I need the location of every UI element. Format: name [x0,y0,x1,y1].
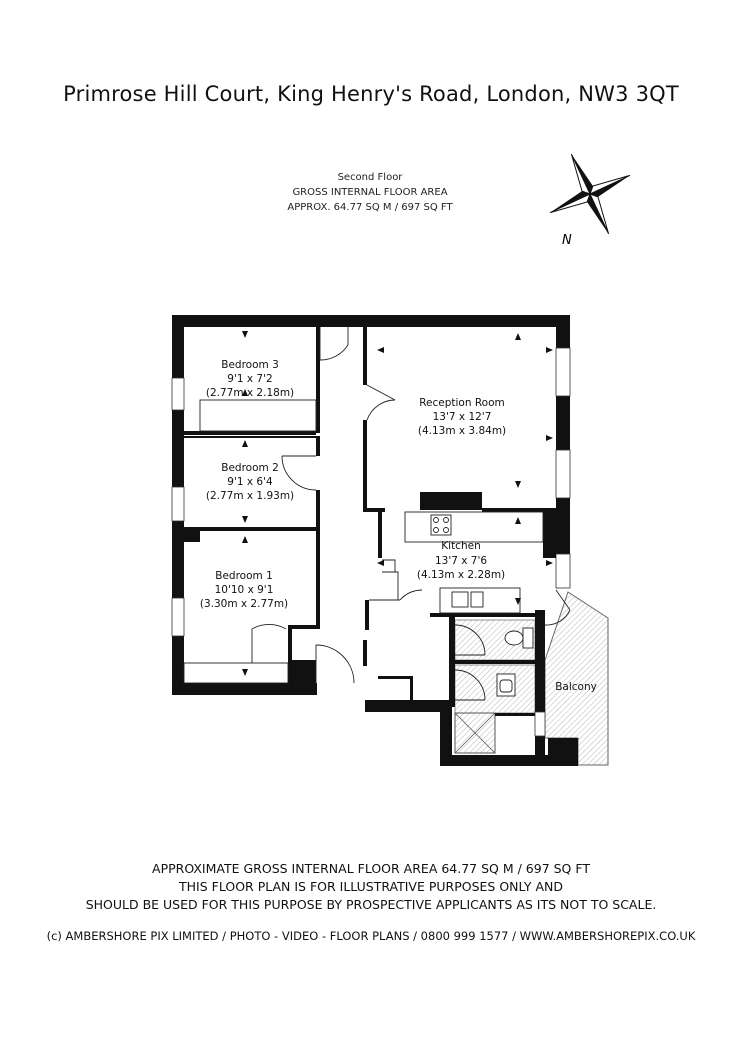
bedroom3-name: Bedroom 3 [221,359,279,371]
bedroom3-metric: (2.77m x 2.18m) [206,387,294,399]
area-value: APPROX. 64.77 SQ M / 697 SQ FT [287,202,453,213]
door-swings [251,327,571,701]
floor-info: Second Floor GROSS INTERNAL FLOOR AREA A… [210,170,530,215]
sanitary-fittings [496,627,534,697]
bedroom3-imperial: 9'1 x 7'2 [227,373,272,385]
bedroom1-name: Bedroom 1 [215,570,273,582]
area-heading: GROSS INTERNAL FLOOR AREA [292,187,448,198]
copyright-footer: (c) AMBERSHORE PIX LIMITED / PHOTO - VID… [46,929,696,943]
room-labels: Bedroom 3 9'1 x 7'2 (2.77m x 2.18m) Bedr… [200,359,597,693]
disclaimer-line2: THIS FLOOR PLAN IS FOR ILLUSTRATIVE PURP… [179,879,563,894]
compass-rose-icon: N [549,153,631,248]
dimension-markers [242,331,553,676]
disclaimer: APPROXIMATE GROSS INTERNAL FLOOR AREA 64… [0,860,742,914]
balcony-name: Balcony [555,681,597,693]
reception-metric: (4.13m x 3.84m) [418,425,506,437]
kitchen-units [382,511,544,614]
internal-walls [184,327,556,716]
reception-name: Reception Room [419,397,505,409]
wardrobes [183,399,317,684]
kitchen-name: Kitchen [441,540,480,552]
floor-name: Second Floor [337,172,403,183]
bedroom2-imperial: 9'1 x 6'4 [227,476,273,488]
disclaimer-line1: APPROXIMATE GROSS INTERNAL FLOOR AREA 64… [152,861,590,876]
page-title: Primrose Hill Court, King Henry's Road, … [63,82,679,106]
bedroom1-imperial: 10'10 x 9'1 [215,584,274,596]
kitchen-imperial: 13'7 x 7'6 [435,555,487,567]
windows [171,347,571,737]
disclaimer-line3: SHOULD BE USED FOR THIS PURPOSE BY PROSP… [85,897,657,912]
north-label: N [562,233,572,248]
reception-imperial: 13'7 x 12'7 [433,411,492,423]
kitchen-metric: (4.13m x 2.28m) [417,569,505,581]
bedroom2-name: Bedroom 2 [221,462,279,474]
bedroom1-metric: (3.30m x 2.77m) [200,598,288,610]
bedroom2-metric: (2.77m x 1.93m) [206,490,294,502]
